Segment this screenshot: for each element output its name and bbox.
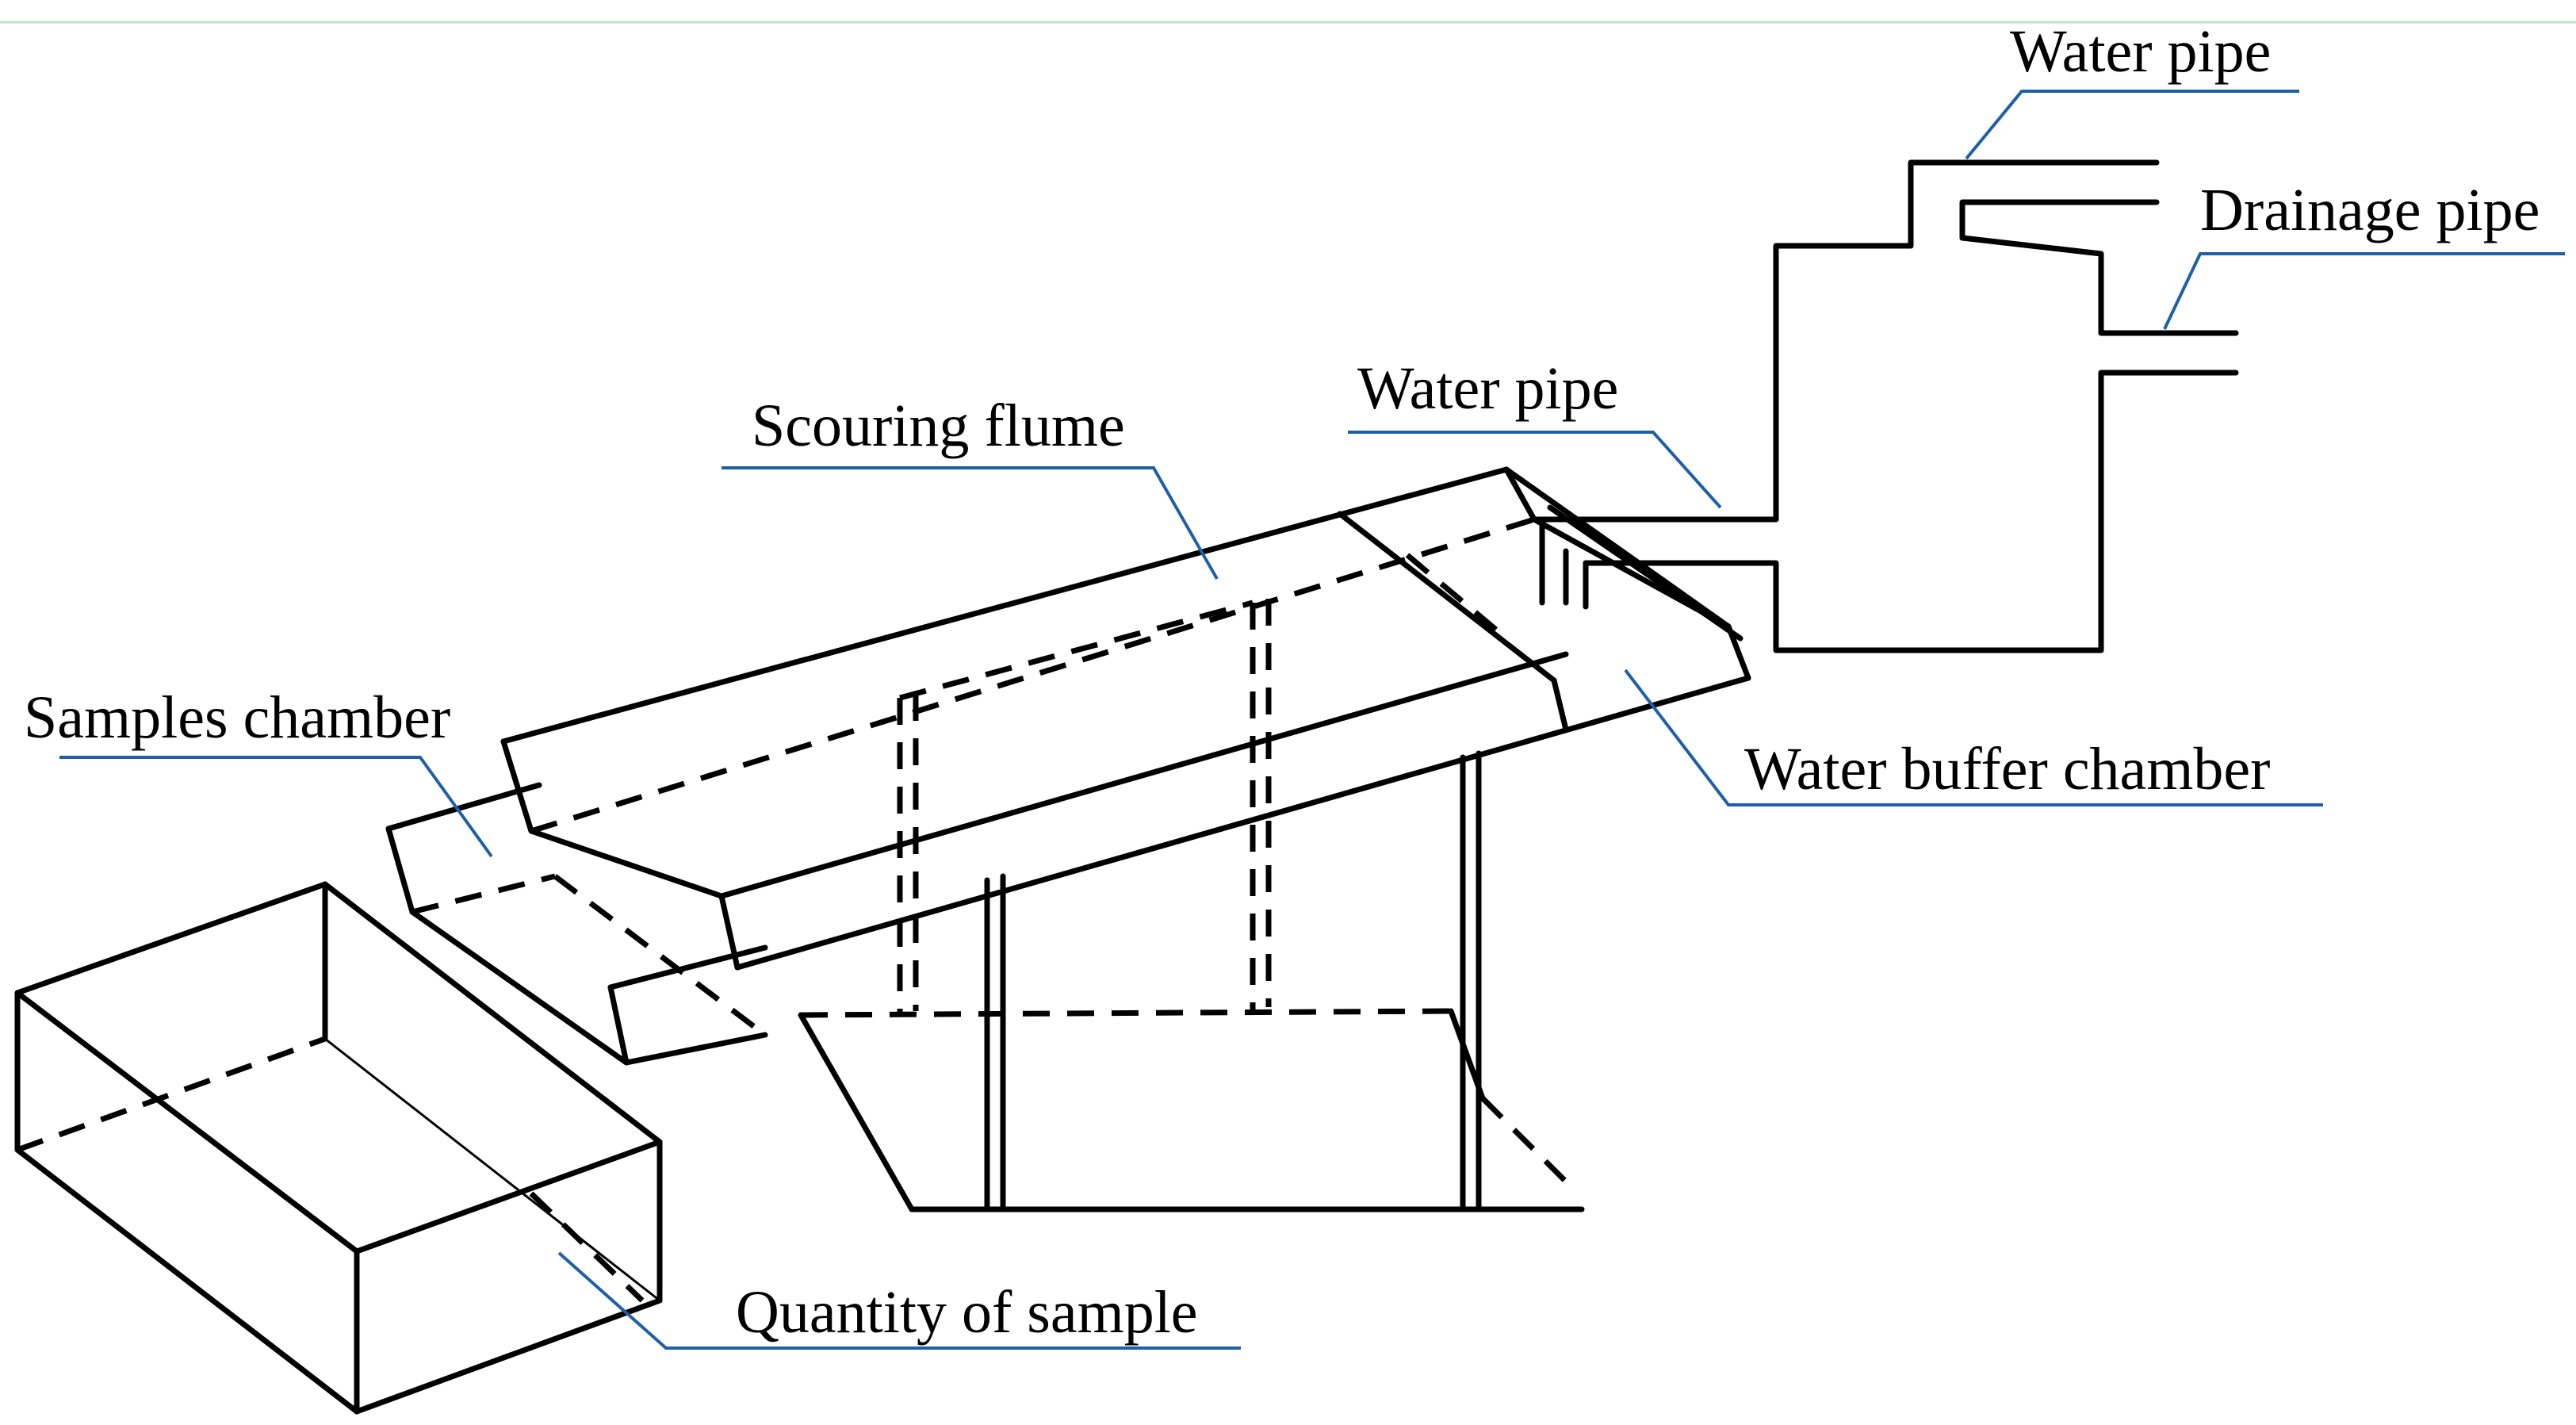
label-quantity-of-sample: Quantity of sample xyxy=(736,1279,1198,1346)
label-drainage-pipe: Drainage pipe xyxy=(2200,177,2540,243)
label-water-pipe-top: Water pipe xyxy=(2010,18,2271,85)
label-water-pipe-mid: Water pipe xyxy=(1357,355,1618,422)
label-samples-chamber: Samples chamber xyxy=(24,684,450,751)
leader-water-buffer-chamber xyxy=(1624,668,2323,806)
label-water-buffer-chamber: Water buffer chamber xyxy=(1744,736,2270,803)
leader-scouring-flume xyxy=(722,466,1219,580)
water-buffer-chamber xyxy=(1531,504,1751,681)
leader-lines xyxy=(59,90,2565,1350)
leader-drainage-pipe xyxy=(2163,252,2565,330)
leader-water-pipe-top xyxy=(1965,90,2299,160)
label-scouring-flume: Scouring flume xyxy=(752,393,1125,459)
leader-quantity-of-sample xyxy=(557,1251,1241,1350)
leader-samples-chamber xyxy=(59,756,493,858)
sample-box xyxy=(14,881,663,1415)
samples-chamber xyxy=(385,782,768,1066)
piping xyxy=(1531,159,2239,653)
leader-water-pipe-mid xyxy=(1348,431,1722,509)
scouring-flume xyxy=(500,466,1751,971)
support-frame xyxy=(798,599,1585,1212)
